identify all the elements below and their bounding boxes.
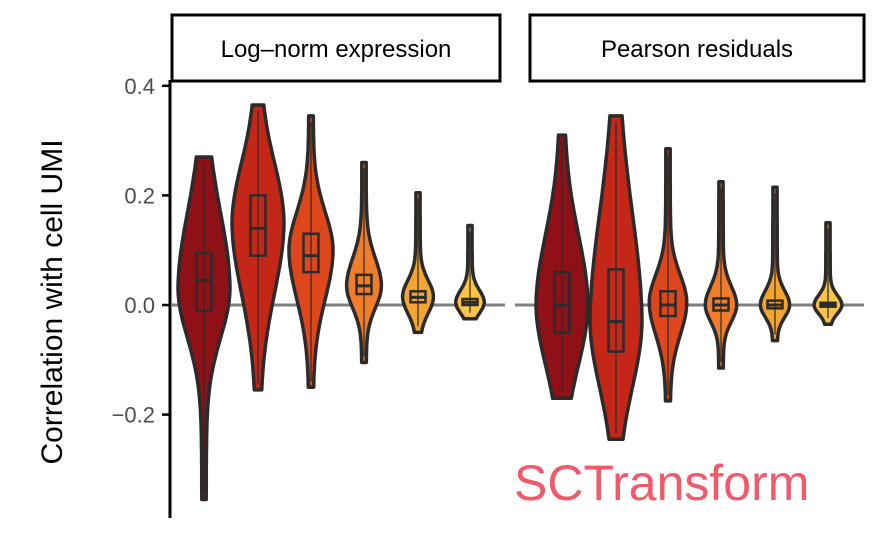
y-tick-label: 0.2 xyxy=(124,183,155,208)
violin-0-5 xyxy=(453,223,487,321)
violin-1-1 xyxy=(588,114,644,442)
violin-1-4 xyxy=(758,185,792,343)
violin-0-1 xyxy=(230,103,286,392)
violins xyxy=(176,103,844,502)
y-ticks: 0.4 0.2 0.0 −0.2 xyxy=(112,74,170,428)
strip-right: Pearson residuals xyxy=(528,13,866,83)
y-tick-label: −0.2 xyxy=(112,403,155,428)
violin-0-4 xyxy=(400,190,436,335)
strip-left: Log–norm expression xyxy=(170,13,502,83)
violin-1-3 xyxy=(703,179,739,370)
y-tick-label: 0.0 xyxy=(124,293,155,318)
y-axis-label: Correlation with cell UMI xyxy=(36,139,69,464)
violin-0-3 xyxy=(344,160,384,365)
violin-1-5 xyxy=(812,221,844,326)
violin-0-2 xyxy=(287,114,335,389)
strip-label-pearson: Pearson residuals xyxy=(601,36,793,63)
strip-label-log-norm: Log–norm expression xyxy=(221,36,452,63)
violin-1-2 xyxy=(647,147,689,403)
violin-1-0 xyxy=(534,133,590,400)
sctransform-annotation: SCTransform xyxy=(514,455,809,511)
y-tick-label: 0.4 xyxy=(124,74,155,99)
violin-0-0 xyxy=(176,155,232,502)
